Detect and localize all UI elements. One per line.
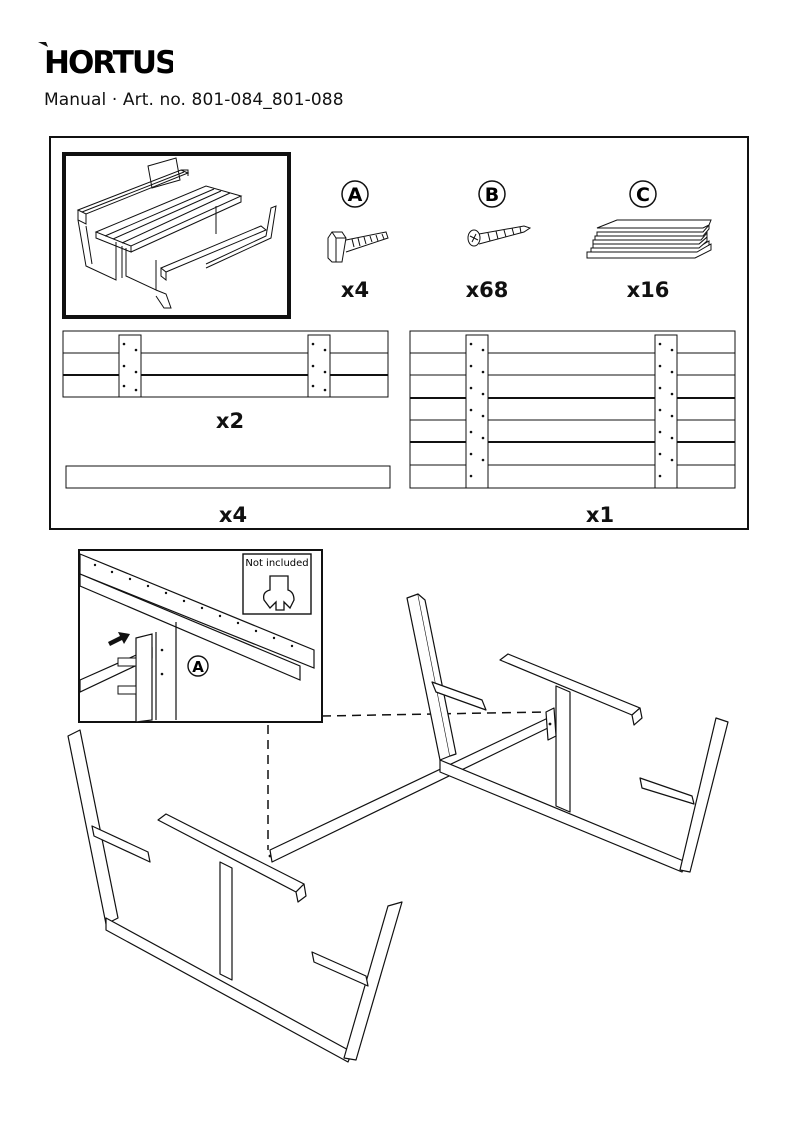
- assembled-table-preview: [62, 152, 291, 319]
- part-b-screw-figure: B: [467, 180, 532, 247]
- spacer-plates-icon: [586, 219, 712, 259]
- front-rail: [105, 917, 353, 1063]
- bench-seat-panel: [62, 330, 389, 398]
- brand-text: HORTUS: [44, 45, 173, 80]
- part-b-circle: [478, 180, 506, 208]
- part-c-plates-figure: C: [586, 180, 712, 259]
- right-upright: [639, 717, 729, 873]
- picnic-table-illustration: [76, 157, 277, 309]
- back-left-frame: [406, 593, 487, 761]
- not-included-label: Not included: [245, 558, 308, 569]
- inset-bolt-letter: A: [192, 658, 204, 676]
- wood-screw-icon: [467, 225, 532, 247]
- inset-bolt-icon: [117, 657, 137, 695]
- batten-quantity: x4: [218, 503, 248, 527]
- bench-panel-quantity: x2: [215, 409, 245, 433]
- part-c-letter: C: [636, 184, 650, 206]
- part-b-letter: B: [485, 184, 499, 206]
- wrench-icon: [262, 575, 295, 611]
- front-right-upright: [311, 901, 403, 1061]
- page-subtitle: Manual · Art. no. 801-084_801-088: [44, 90, 344, 110]
- frame-assembly-drawing: A Not included: [67, 549, 729, 1063]
- part-a-circle: [341, 180, 369, 208]
- part-a-quantity: x4: [340, 278, 370, 302]
- hortus-logo: HORTUS: [38, 42, 173, 80]
- part-a-letter: A: [348, 184, 363, 206]
- part-c-quantity: x16: [626, 278, 670, 302]
- table-top-panel: [409, 330, 736, 489]
- back-cross-support: [499, 653, 643, 813]
- arrow-icon: [108, 632, 130, 646]
- front-left-upright: [67, 729, 151, 925]
- part-c-circle: [629, 180, 657, 208]
- table-top-quantity: x1: [585, 503, 615, 527]
- front-cross-support: [157, 813, 307, 981]
- batten-board: [65, 465, 391, 489]
- parts-panel: [49, 136, 749, 530]
- bolt-detail-inset: A Not included: [78, 549, 323, 723]
- center-beam: [269, 707, 557, 863]
- hex-bolt-icon: [327, 231, 389, 263]
- part-a-bolt-figure: A: [327, 180, 389, 263]
- back-rail: [439, 759, 687, 873]
- part-b-quantity: x68: [465, 278, 509, 302]
